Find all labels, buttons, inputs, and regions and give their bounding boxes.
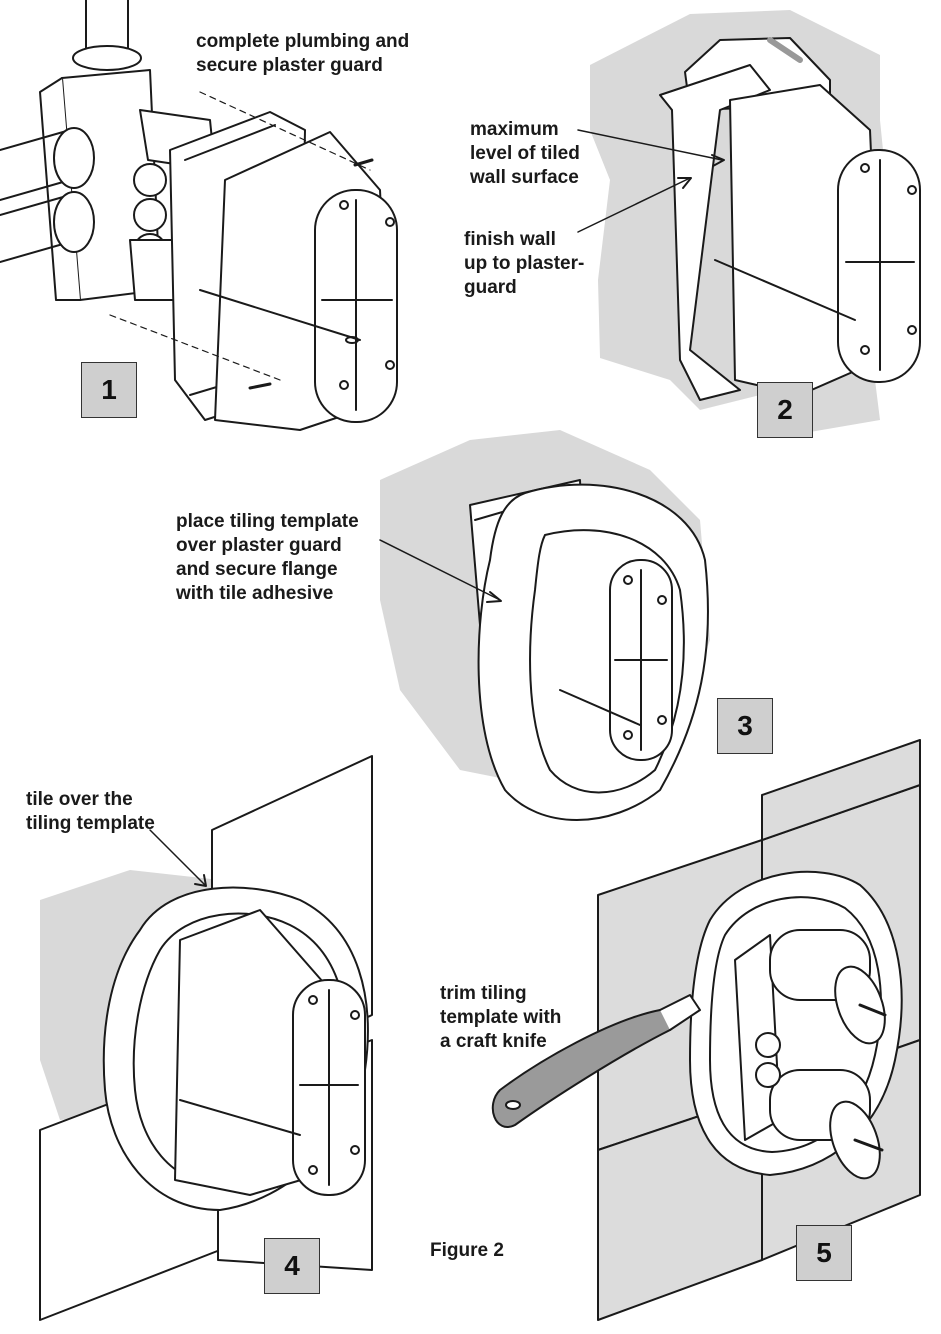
- figure-label: Figure 2: [430, 1240, 504, 1261]
- step4-caption: tile over the tiling template: [26, 788, 155, 836]
- step2-caption-line: finish wall: [464, 229, 556, 250]
- step2-caption-line: wall surface: [470, 167, 579, 188]
- step1-illustration: [0, 0, 398, 431]
- step1-caption: complete plumbing and secure plaster gua…: [196, 30, 409, 78]
- step2-badge: 2: [757, 382, 813, 438]
- step2-illustration: [577, 10, 921, 432]
- step3-caption-line: place tiling template: [176, 511, 359, 532]
- step5-caption-line: trim tiling: [440, 983, 527, 1004]
- step1-caption-line: secure plaster guard: [196, 55, 383, 76]
- step3-caption: place tiling template over plaster guard…: [176, 510, 359, 606]
- step4-illustration: [39, 755, 373, 1321]
- step3-illustration: [379, 430, 710, 821]
- step4-caption-line: tiling template: [26, 813, 155, 834]
- step2-caption-line: maximum: [470, 119, 559, 140]
- step5-caption-line: template with: [440, 1007, 562, 1028]
- step2-caption-bottom: finish wall up to plaster- guard: [464, 228, 584, 300]
- step4-badge: 4: [264, 1238, 320, 1294]
- step2-caption-top: maximum level of tiled wall surface: [470, 118, 580, 190]
- step5-caption-line: a craft knife: [440, 1031, 547, 1052]
- step3-caption-line: and secure flange: [176, 559, 338, 580]
- step4-caption-line: tile over the: [26, 789, 133, 810]
- step1-caption-line: complete plumbing and: [196, 31, 410, 52]
- step5-illustration: [491, 739, 921, 1321]
- step3-caption-line: with tile adhesive: [176, 583, 334, 604]
- step5-caption: trim tiling template with a craft knife: [440, 982, 561, 1054]
- step1-badge: 1: [81, 362, 137, 418]
- step5-badge: 5: [796, 1225, 852, 1281]
- step2-caption-line: up to plaster-: [464, 253, 585, 274]
- step3-badge: 3: [717, 698, 773, 754]
- step2-caption-line: guard: [464, 277, 517, 298]
- step3-caption-line: over plaster guard: [176, 535, 342, 556]
- step2-caption-line: level of tiled: [470, 143, 580, 164]
